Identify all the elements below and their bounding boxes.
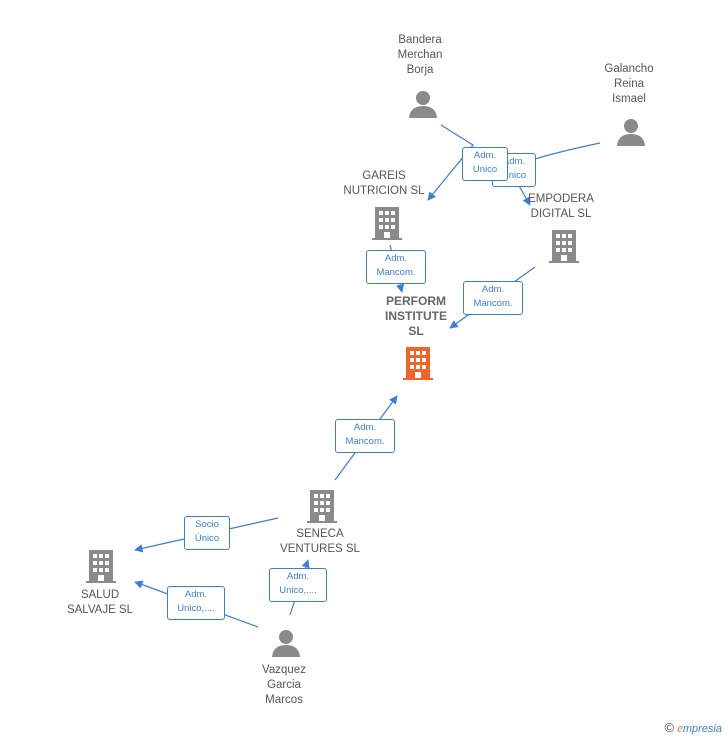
node-label-vazquez[interactable]: Vazquez Garcia Marcos	[262, 664, 306, 706]
edge-label-vazquez-seneca[interactable]: Adm. Unico,....	[269, 568, 327, 602]
edge-label-empodera-perform[interactable]: Adm. Mancom.	[463, 281, 523, 315]
node-label-empodera[interactable]: EMPODERA DIGITAL SL	[528, 193, 594, 220]
edge-label-bandera-gareis[interactable]: Adm. Unico	[462, 147, 508, 181]
brand-logo-letter: e	[677, 720, 683, 735]
building-icon[interactable]	[371, 205, 403, 241]
person-icon[interactable]	[270, 628, 302, 658]
node-label-salud[interactable]: SALUD SALVAJE SL	[66, 589, 134, 616]
node-label-gareis[interactable]: GAREIS NUTRICION SL	[343, 170, 425, 197]
building-icon[interactable]	[548, 228, 580, 264]
edge-label-seneca-salud[interactable]: Socio Único	[184, 516, 230, 550]
node-label-perform[interactable]: PERFORM INSTITUTE SL	[385, 294, 447, 338]
brand-logo-text: mpresia	[682, 723, 722, 735]
node-label-seneca[interactable]: SENECA VENTURES SL	[280, 528, 360, 555]
node-label-galancho[interactable]: Galancho Reina Ismael	[604, 63, 654, 105]
building-icon[interactable]	[85, 548, 117, 584]
focus-building-icon[interactable]	[402, 345, 434, 381]
copyright-symbol: ©	[664, 720, 675, 735]
person-icon[interactable]	[407, 89, 439, 119]
footer-watermark: © empresia	[664, 720, 722, 736]
edge-line-bandera-gareis	[427, 124, 474, 201]
person-icon[interactable]	[615, 117, 647, 147]
building-icon[interactable]	[306, 488, 338, 524]
edge-label-vazquez-salud[interactable]: Adm. Unico,....	[167, 586, 225, 620]
node-label-bandera[interactable]: Bandera Merchan Borja	[397, 34, 443, 76]
edge-label-gareis-perform[interactable]: Adm. Mancom.	[366, 250, 426, 284]
edge-label-seneca-perform[interactable]: Adm. Mancom.	[335, 419, 395, 453]
